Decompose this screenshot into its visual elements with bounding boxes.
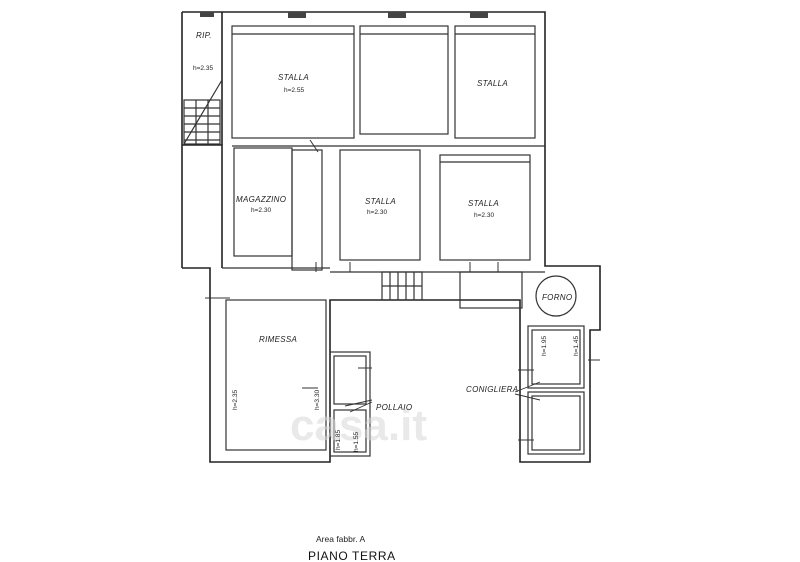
conigliera-cell-b [527, 391, 585, 455]
chimney-1 [288, 12, 306, 18]
watermark: casa.it [290, 401, 427, 450]
room-stalla-mid [339, 149, 421, 261]
height-conigliera-b: h=1.45 [573, 336, 580, 356]
chimney-2 [388, 12, 406, 18]
chimney-4 [200, 12, 214, 17]
corridor [291, 149, 323, 271]
height-stalla-right: h=2.30 [474, 212, 494, 219]
height-rip: h=2.35 [193, 65, 213, 72]
label-rimessa: RIMESSA [259, 335, 297, 344]
pollaio-cell-a [333, 355, 367, 405]
height-rimessa-left: h=2.35 [232, 390, 239, 410]
height-rimessa-right: h=3.30 [314, 390, 321, 410]
rip-wall [182, 144, 223, 268]
area-label: Area fabbr. A [316, 534, 365, 544]
pollaio-cell-b [333, 409, 367, 453]
height-stalla-top-left: h=2.55 [284, 87, 304, 94]
height-stalla-mid: h=2.30 [367, 209, 387, 216]
label-stalla-top-left: STALLA [278, 73, 309, 82]
room-stalla-top-right [454, 25, 536, 139]
label-rip: RIP. [196, 31, 212, 40]
chimney-3 [470, 12, 488, 18]
label-stalla-top-right: STALLA [477, 79, 508, 88]
height-pollaio-a: h=1.85 [335, 430, 342, 450]
conigliera-inner-b [531, 395, 581, 451]
height-conigliera-a: h=1.95 [541, 336, 548, 356]
label-stalla-mid: STALLA [365, 197, 396, 206]
label-magazzino: MAGAZZINO [236, 195, 286, 204]
stairs-left [183, 99, 221, 145]
conigliera-cell-a [527, 325, 585, 389]
room-rimessa [225, 299, 327, 451]
room-stalla-top-center [359, 25, 449, 135]
room-stalla-right [439, 154, 531, 261]
service-room [459, 271, 523, 309]
outer-wall [182, 11, 601, 463]
label-forno: FORNO [542, 293, 572, 302]
label-pollaio: POLLAIO [376, 403, 412, 412]
label-stalla-right: STALLA [468, 199, 499, 208]
label-conigliera: CONIGLIERA [466, 385, 518, 394]
room-stalla-top-left [231, 25, 355, 139]
height-pollaio-b: h=1.55 [353, 432, 360, 452]
conigliera-inner-a [531, 329, 581, 385]
forno-oven [535, 275, 577, 317]
height-magazzino: h=2.30 [251, 207, 271, 214]
floor-title: PIANO TERRA [308, 549, 396, 562]
room-pollaio [329, 351, 371, 457]
